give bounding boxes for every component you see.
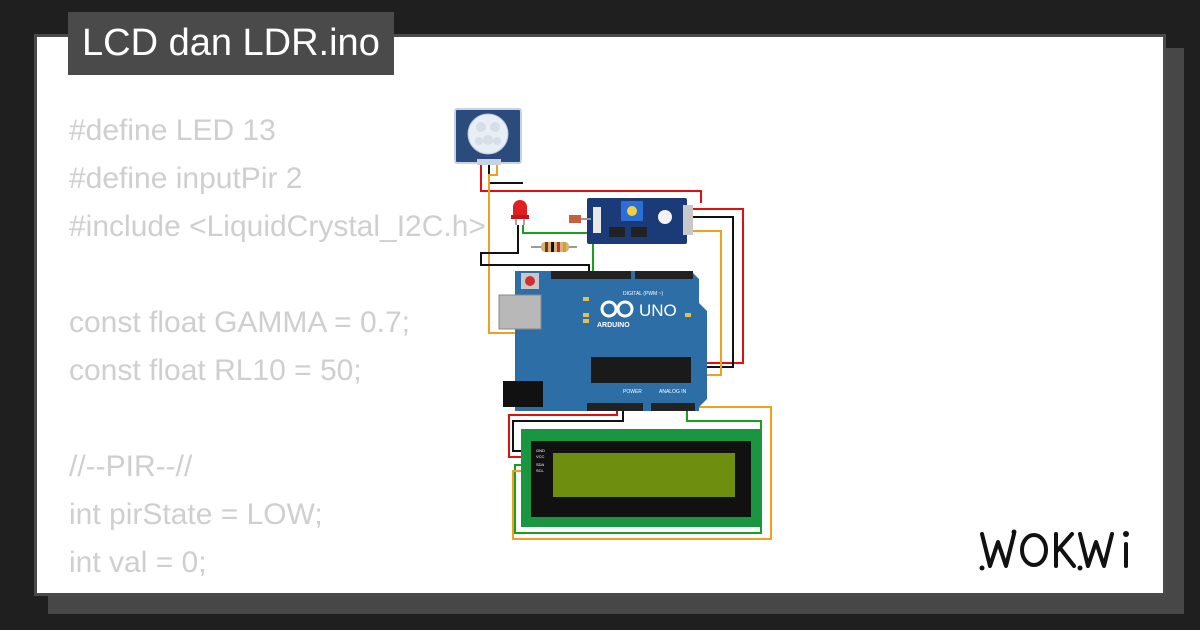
code-line: #define LED 13	[69, 114, 276, 147]
led-red[interactable]	[511, 200, 529, 225]
code-line: int pirState = LOW;	[69, 498, 323, 531]
arduino-uno[interactable]: UNO ARDUINO DIGITAL (PWM ~) POWER ANALOG…	[498, 271, 707, 411]
digital-label: DIGITAL (PWM ~)	[623, 291, 663, 297]
code-line: //--PIR--//	[69, 450, 193, 483]
resistor[interactable]	[531, 242, 577, 252]
wokwi-logo	[979, 529, 1129, 571]
lcd-pin-sda: SDA	[536, 462, 545, 467]
code-line: int val = 0;	[69, 546, 207, 579]
wire-led-green	[522, 225, 594, 271]
wire-led-black	[480, 225, 590, 275]
analog-label: ANALOG IN	[659, 389, 687, 395]
code-line: const float RL10 = 50;	[69, 354, 362, 387]
wire-lcd-black	[512, 407, 624, 452]
pir-sensor[interactable]	[454, 108, 522, 165]
lcd-pin-scl: SCL	[536, 468, 545, 473]
photoresistor-module[interactable]	[569, 198, 693, 244]
code-preview: #define LED 13 #define inputPir 2 #include…	[69, 107, 486, 593]
preview-card: #define LED 13 #define inputPir 2 #include…	[34, 34, 1166, 596]
board-brand: ARDUINO	[597, 322, 630, 329]
wire-lcd-orange	[512, 406, 772, 540]
wire-lcd-red	[508, 407, 618, 458]
code-line: const float GAMMA = 0.7;	[69, 306, 410, 339]
circuit-diagram: UNO ARDUINO DIGITAL (PWM ~) POWER ANALOG…	[454, 108, 772, 540]
lcd-pin-gnd: GND	[536, 448, 545, 453]
board-model: UNO	[639, 301, 677, 320]
lcd-pin-vcc: VCC	[536, 454, 545, 459]
code-line: #include <LiquidCrystal_I2C.h>	[69, 210, 486, 243]
project-title: LCD dan LDR.ino	[68, 12, 394, 75]
code-line: #define inputPir 2	[69, 162, 303, 195]
power-label: POWER	[623, 389, 642, 395]
wire-lcd-green	[514, 407, 762, 534]
wire-pir-red	[480, 165, 702, 203]
lcd-display[interactable]: GND VCC SDA SCL	[521, 429, 761, 527]
